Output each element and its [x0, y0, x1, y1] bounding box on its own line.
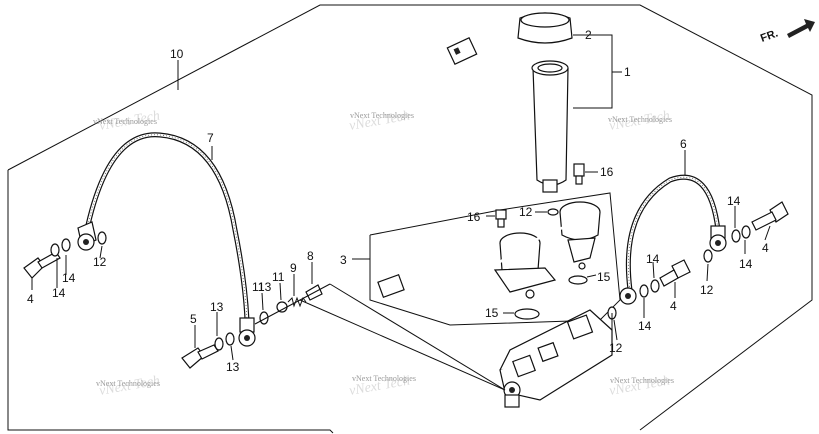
brake-hose-left — [77, 132, 256, 347]
callout-2: 2 — [585, 28, 592, 42]
reservoir-bottom-fitting — [542, 179, 558, 193]
callout-13: 13 — [258, 280, 272, 294]
bleed-screw-upper — [573, 163, 598, 185]
banjo-bolt-right-lower — [659, 259, 691, 287]
callout-11: 11 — [272, 270, 285, 284]
modulator-block — [499, 309, 613, 408]
callout-14: 14 — [52, 286, 66, 300]
callout-14: 14 — [62, 271, 76, 285]
callout-6: 6 — [680, 137, 687, 151]
callout-5: 5 — [190, 312, 197, 326]
bleed-screw-lower — [495, 209, 507, 228]
watermark-text: vNext Technologies — [352, 374, 416, 383]
callout-11: 11 — [252, 280, 265, 294]
front-label: FR. — [759, 27, 780, 44]
callout-16: 16 — [600, 165, 614, 179]
washer-14-b — [61, 238, 71, 252]
washer-14-e — [639, 284, 649, 298]
washer-12-a — [97, 231, 107, 245]
callout-14: 14 — [727, 194, 741, 208]
washer-14-a — [50, 243, 60, 257]
pressure-switch-assembly — [377, 201, 601, 299]
callout-10: 10 — [170, 47, 184, 61]
reservoir-connector — [446, 36, 478, 66]
banjo-bolt-right-upper — [751, 201, 789, 231]
reservoir-top-inner — [537, 63, 563, 73]
callout-15: 15 — [597, 270, 611, 284]
front-direction-indicator: FR. — [759, 19, 815, 45]
callout-9: 9 — [290, 261, 297, 275]
callout-1: 1 — [624, 65, 631, 79]
watermark-text: vNext Technologies — [93, 117, 157, 126]
callout-16: 16 — [467, 210, 481, 224]
o-ring-15-right — [568, 275, 588, 285]
callout-12: 12 — [609, 341, 623, 355]
leader-lines — [31, 60, 771, 361]
assembly-boundary-top — [7, 4, 813, 431]
washer-13-b — [225, 332, 235, 346]
washer-13-c — [259, 311, 269, 325]
callout-12: 12 — [700, 283, 714, 297]
watermark-text: vNext Technologies — [608, 115, 672, 124]
clamp-opening — [520, 12, 570, 28]
callout-14: 14 — [638, 319, 652, 333]
reservoir-wire — [425, 50, 536, 95]
callout-13: 13 — [226, 360, 240, 374]
callout-4: 4 — [670, 299, 677, 313]
callout-12: 12 — [519, 205, 533, 219]
callout-8: 8 — [307, 249, 314, 263]
washer-13-a — [214, 337, 224, 351]
reservoir-assembly — [424, 12, 573, 193]
switch-connector — [377, 273, 405, 299]
callout-numbers: 1 2 3 4 4 4 5 6 7 8 9 10 11 11 12 12 12 … — [27, 28, 769, 374]
o-ring-15-lower — [514, 308, 540, 320]
ball-11 — [276, 301, 288, 313]
callout-7: 7 — [207, 131, 214, 145]
callout-4: 4 — [762, 241, 769, 255]
assembly-boundary — [7, 170, 334, 434]
front-arrow-icon — [787, 19, 815, 38]
callout-1-bracket — [573, 34, 613, 109]
callout-4: 4 — [27, 292, 34, 306]
watermark-text: vNext Technologies — [610, 376, 674, 385]
banjo-bolt-5 — [181, 344, 219, 369]
washer-14-f — [650, 279, 660, 293]
callout-14: 14 — [646, 252, 660, 266]
brake-hose-right — [619, 174, 727, 305]
callout-3: 3 — [340, 253, 347, 267]
watermark-labels: vNext Technologies vNext Technologies vN… — [93, 111, 674, 388]
o-ring-switch — [547, 208, 559, 216]
callout-14: 14 — [739, 257, 753, 271]
callout-15: 15 — [485, 306, 499, 320]
callout-13: 13 — [210, 300, 224, 314]
reservoir-body — [532, 67, 569, 186]
watermark-text: vNext Technologies — [96, 379, 160, 388]
callout-12: 12 — [93, 255, 107, 269]
washer-14-c — [731, 229, 741, 243]
watermark-text: vNext Technologies — [350, 111, 414, 120]
washer-12-c — [703, 249, 713, 263]
washer-14-d — [741, 225, 751, 239]
